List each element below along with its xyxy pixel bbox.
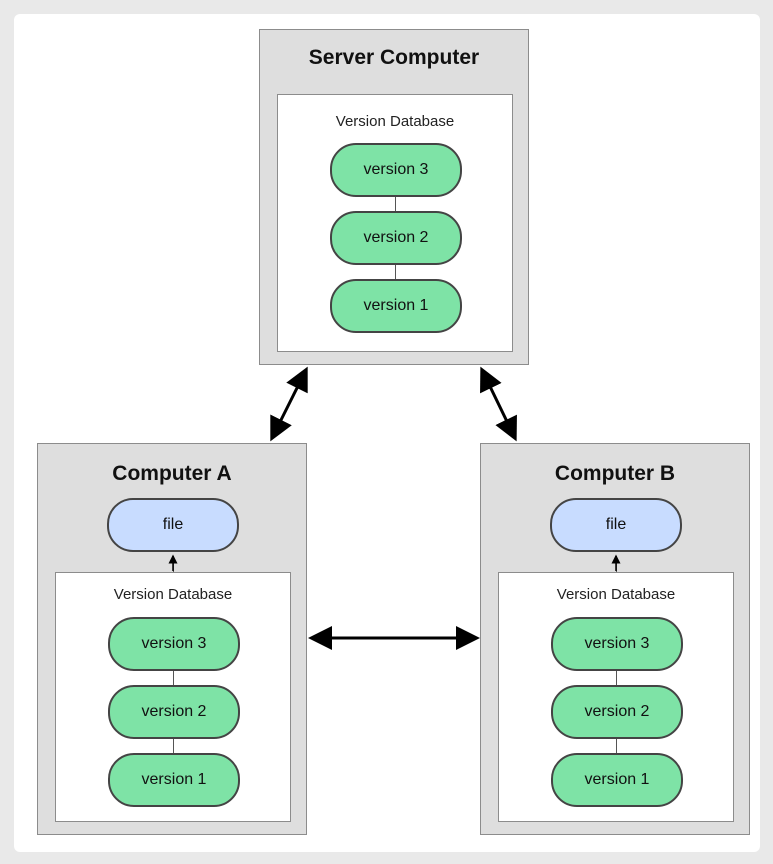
computer-b-db-label: Version Database [556,586,676,603]
computer-a-version-database: Version Database version 3 version 2 ver… [55,572,291,822]
computer-a-file: file [107,498,239,552]
server-version-2: version 2 [330,211,462,265]
computer-a-version-2: version 2 [108,685,240,739]
server-version-link-2 [395,263,396,279]
computer-b-version-1: version 1 [551,753,683,807]
computer-b-version-link-1 [616,671,617,685]
server-version-link-1 [395,195,396,211]
computer-b-file: file [550,498,682,552]
server-computer-title: Server Computer [308,46,480,69]
computer-a-box: Computer A file Version Database version… [37,443,307,835]
computer-b-version-2: version 2 [551,685,683,739]
arrow-server-computer-a [270,366,308,442]
computer-b-version-link-2 [616,739,617,753]
computer-b-box: Computer B file Version Database version… [480,443,750,835]
server-db-label: Version Database [335,113,455,130]
computer-b-version-database: Version Database version 3 version 2 ver… [498,572,734,822]
server-computer-box: Server Computer Version Database version… [259,29,529,365]
computer-b-title: Computer B [554,462,676,485]
server-version-database: Version Database version 3 version 2 ver… [277,94,513,352]
computer-a-title: Computer A [112,462,232,485]
arrow-server-computer-b [480,366,517,442]
computer-a-db-label: Version Database [113,586,233,603]
computer-a-version-3: version 3 [108,617,240,671]
computer-a-version-1: version 1 [108,753,240,807]
computer-b-version-3: version 3 [551,617,683,671]
server-version-3: version 3 [330,143,462,197]
computer-a-version-link-1 [173,671,174,685]
server-version-1: version 1 [330,279,462,333]
computer-a-version-link-2 [173,739,174,753]
